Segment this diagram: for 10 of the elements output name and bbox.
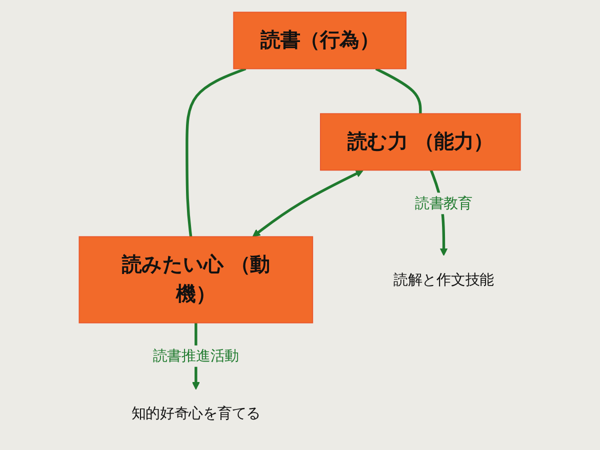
connector [375, 68, 422, 114]
arrow [252, 170, 364, 238]
node-text: 知的好奇心を育てる [131, 404, 260, 422]
edge-label: 読書推進活動 [152, 347, 239, 364]
connector [186, 68, 246, 237]
node-box: 読書（行為） [233, 12, 406, 70]
edge-label: 読書教育 [414, 194, 472, 212]
node-text: 読解と作文技能 [393, 270, 494, 288]
node-box: 読みたい心 （動機） [78, 236, 314, 324]
node-box: 読む力 （能力） [320, 113, 521, 171]
